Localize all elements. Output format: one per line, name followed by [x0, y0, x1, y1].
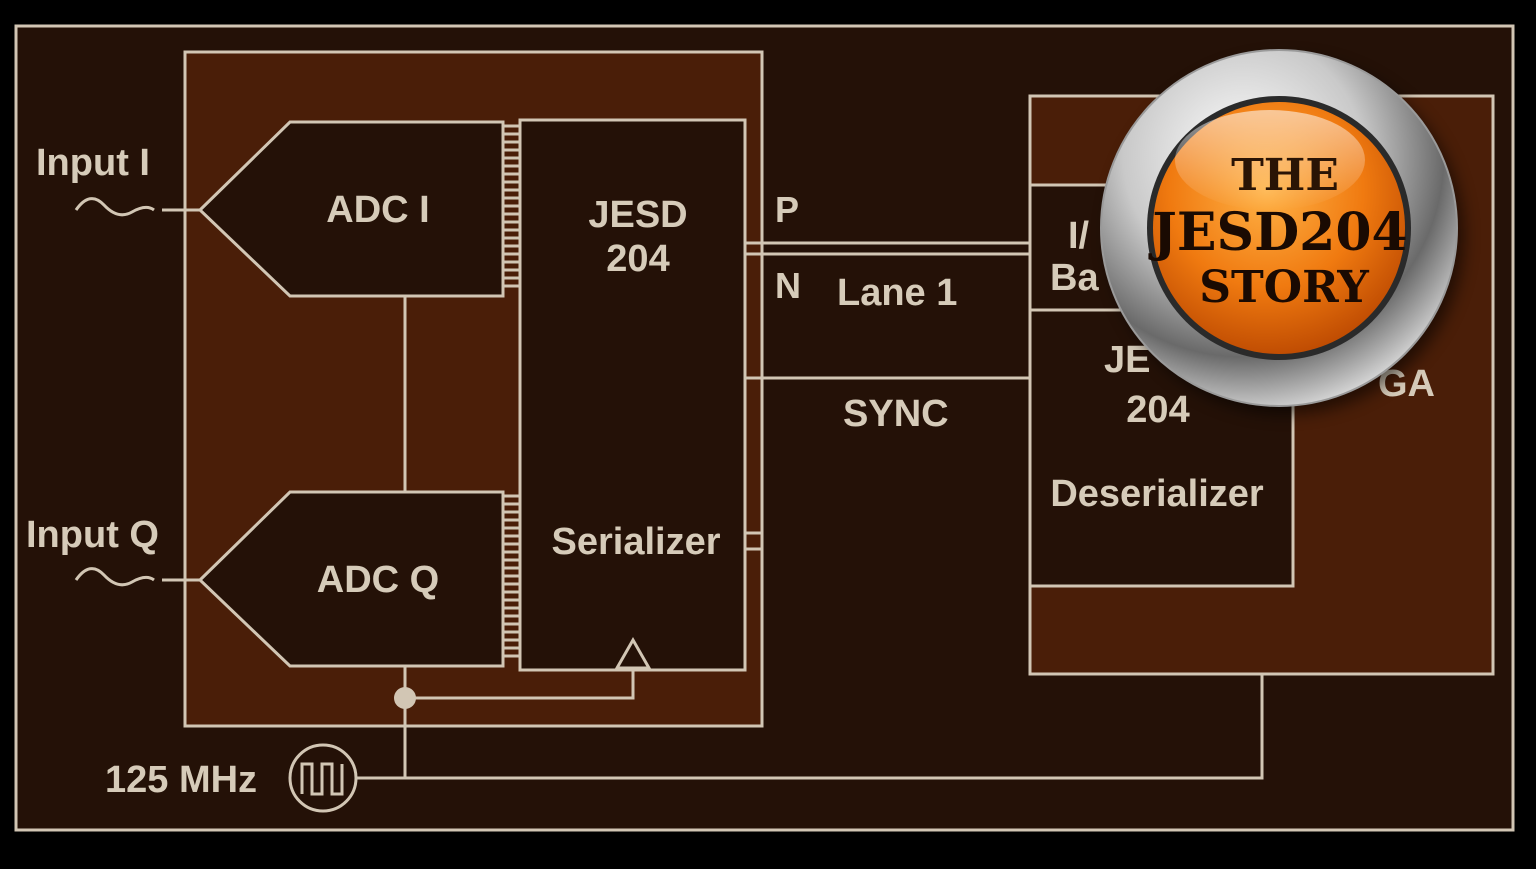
sine-wave-icon: [74, 567, 155, 587]
lane-n-label: N: [775, 265, 801, 306]
sync-label: SYNC: [843, 393, 949, 435]
adc-i-block: [197, 120, 505, 298]
jesd-serializer-block: [518, 118, 747, 672]
io-bank-label-line2: Ba: [1050, 257, 1099, 299]
jesd-rx-label-line1: JE: [1104, 339, 1150, 381]
adc-q-label: ADC Q: [317, 559, 439, 601]
badge-line1: THE: [1231, 150, 1339, 201]
lane-p-label: P: [775, 189, 799, 230]
badge-line2: JESD204: [1148, 202, 1407, 263]
parallel-bus-q: [503, 494, 520, 658]
square-wave-clock-icon: [288, 743, 358, 813]
adc-i-label: ADC I: [326, 189, 429, 231]
clock-junction-dot: [394, 687, 416, 709]
parallel-bus-i: [503, 124, 520, 288]
clock-to-fpga-wire: [356, 674, 1264, 780]
jesd-rx-label-line2: 204: [1126, 389, 1189, 431]
lane-label: Lane 1: [837, 272, 957, 314]
deserializer-label: Deserializer: [1050, 473, 1264, 515]
jesd204-story-badge: THE JESD204 STORY: [1100, 49, 1464, 414]
input-i-label: Input I: [36, 142, 150, 184]
input-q-label: Input Q: [26, 514, 159, 556]
sine-wave-icon: [74, 197, 155, 217]
jesd-tx-label-line1: JESD: [588, 194, 687, 236]
serializer-label: Serializer: [552, 521, 721, 563]
clock-frequency-label: 125 MHz: [105, 759, 257, 801]
badge-line3: STORY: [1199, 262, 1369, 313]
clock-to-serializer-wire: [405, 668, 635, 700]
jesd-tx-label-line2: 204: [606, 238, 669, 280]
adc-q-block: [197, 490, 505, 668]
io-bank-label-line1: I/: [1068, 215, 1090, 257]
